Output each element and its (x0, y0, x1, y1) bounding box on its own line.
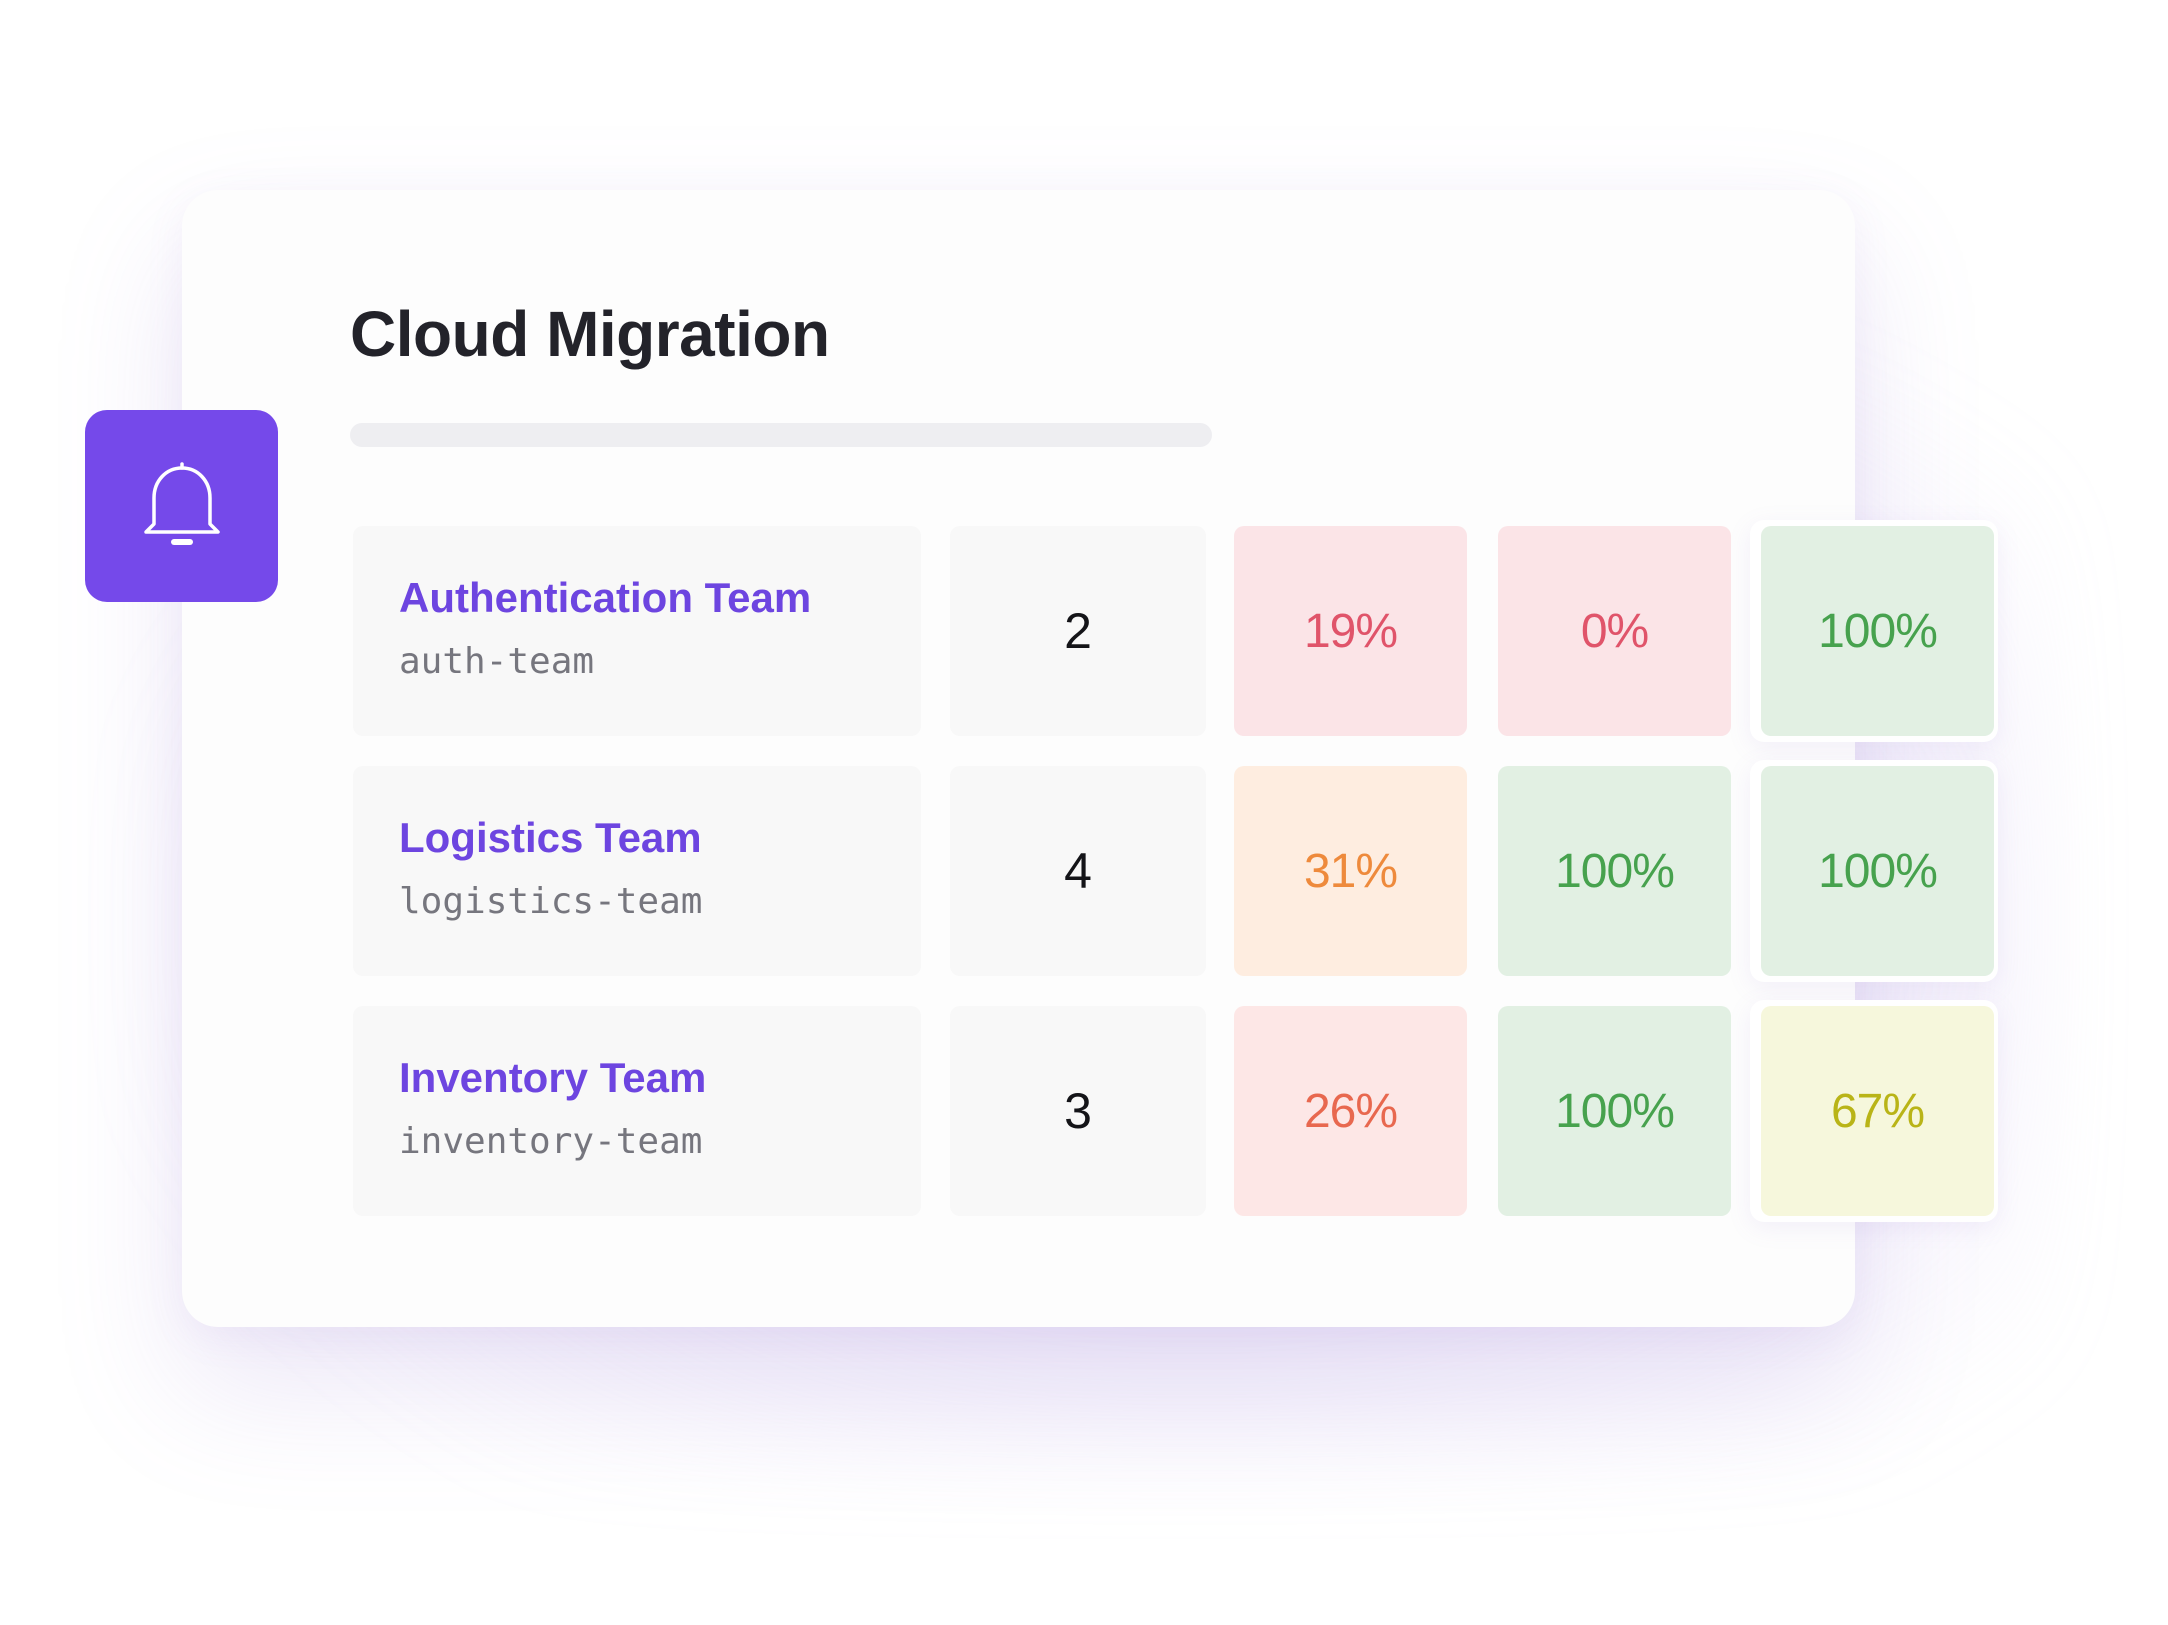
metric-cell: 19% (1234, 526, 1467, 736)
team-row-authentication: Authentication Team auth-team 2 19% 0% 1… (0, 520, 2168, 742)
metric-cell: 0% (1498, 526, 1731, 736)
team-cell[interactable]: Logistics Team logistics-team (353, 766, 921, 976)
notification-button[interactable] (85, 410, 278, 602)
team-row-inventory: Inventory Team inventory-team 3 26% 100%… (0, 1000, 2168, 1222)
team-count: 4 (950, 766, 1206, 976)
team-cell[interactable]: Authentication Team auth-team (353, 526, 921, 736)
team-name[interactable]: Inventory Team (399, 1054, 707, 1101)
page-title: Cloud Migration (350, 298, 830, 370)
team-name[interactable]: Logistics Team (399, 814, 702, 861)
metric-cell: 100% (1498, 1006, 1731, 1216)
team-slug: auth-team (399, 641, 595, 682)
team-count: 2 (950, 526, 1206, 736)
progress-bar (350, 423, 1212, 447)
team-slug: logistics-team (399, 881, 703, 922)
bell-icon (143, 462, 220, 545)
metric-cell: 26% (1234, 1006, 1467, 1216)
team-count: 3 (950, 1006, 1206, 1216)
metric-cell: 100% (1761, 526, 1994, 736)
metric-cell: 67% (1761, 1006, 1994, 1216)
metric-cell: 31% (1234, 766, 1467, 976)
team-cell[interactable]: Inventory Team inventory-team (353, 1006, 921, 1216)
team-row-logistics: Logistics Team logistics-team 4 31% 100%… (0, 760, 2168, 982)
team-name[interactable]: Authentication Team (399, 574, 812, 621)
metric-cell: 100% (1498, 766, 1731, 976)
team-slug: inventory-team (399, 1121, 703, 1162)
metric-cell: 100% (1761, 766, 1994, 976)
